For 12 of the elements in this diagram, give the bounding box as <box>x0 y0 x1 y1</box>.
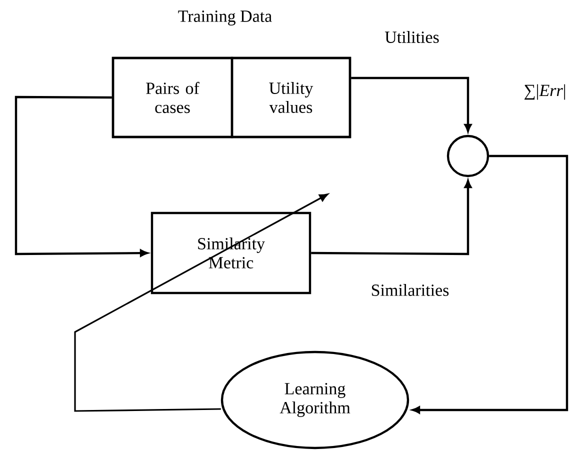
edge-label: Utilities <box>384 30 440 44</box>
summing-junction <box>446 134 490 178</box>
node-label: Training Data <box>178 10 272 26</box>
edge-label: Similarities <box>370 283 450 297</box>
arrow <box>311 180 472 256</box>
arrow <box>74 194 328 412</box>
process-box: Pairs of cases <box>112 56 234 138</box>
process-box: Utility values <box>230 56 352 138</box>
arrow <box>14 96 148 257</box>
arrow <box>351 76 472 132</box>
edge-label: ∑|Err| <box>522 83 568 101</box>
arrow <box>412 154 568 414</box>
